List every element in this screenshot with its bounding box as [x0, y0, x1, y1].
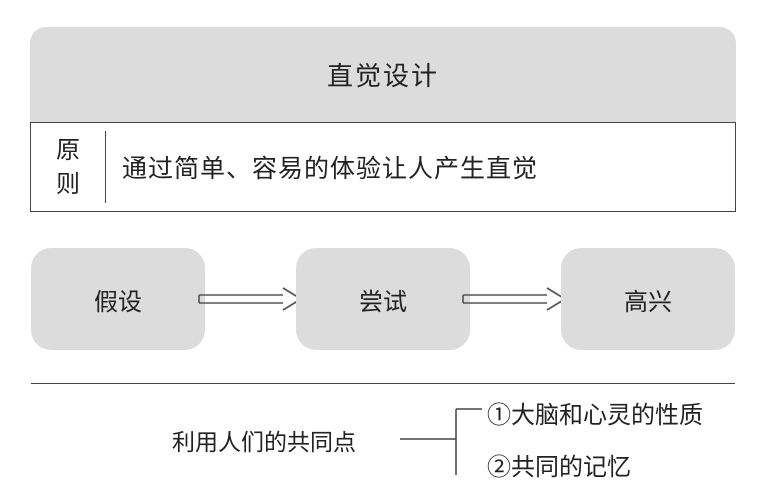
- common-points-label: 利用人们的共同点: [172, 430, 356, 456]
- principle-label-line1: 原: [56, 136, 80, 164]
- diagram-title: 直觉设计: [326, 62, 439, 92]
- principle-label: 原 则: [31, 123, 105, 211]
- principle-box: 原 则 通过简单、容易的体验让人产生直觉: [30, 122, 736, 212]
- arrow-right-icon: [198, 287, 302, 311]
- bracket-connector: [400, 408, 482, 475]
- flow-step-2: 尝试: [296, 248, 470, 350]
- section-separator: [31, 383, 735, 384]
- flow-step-1: 假设: [31, 248, 205, 350]
- diagram-canvas: 直觉设计 原 则 通过简单、容易的体验让人产生直觉 假设 尝试 高兴 利用人们的…: [30, 27, 736, 481]
- common-point-item-1: ①大脑和心灵的性质: [487, 401, 703, 429]
- common-point-item-2: ②共同的记忆: [487, 453, 631, 481]
- principle-label-line2: 则: [56, 170, 80, 198]
- arrow-right-icon: [462, 287, 566, 311]
- principle-divider: [105, 131, 106, 203]
- header-box: 直觉设计: [30, 27, 736, 122]
- flow-step-3: 高兴: [561, 248, 735, 350]
- principle-text: 通过简单、容易的体验让人产生直觉: [122, 154, 539, 183]
